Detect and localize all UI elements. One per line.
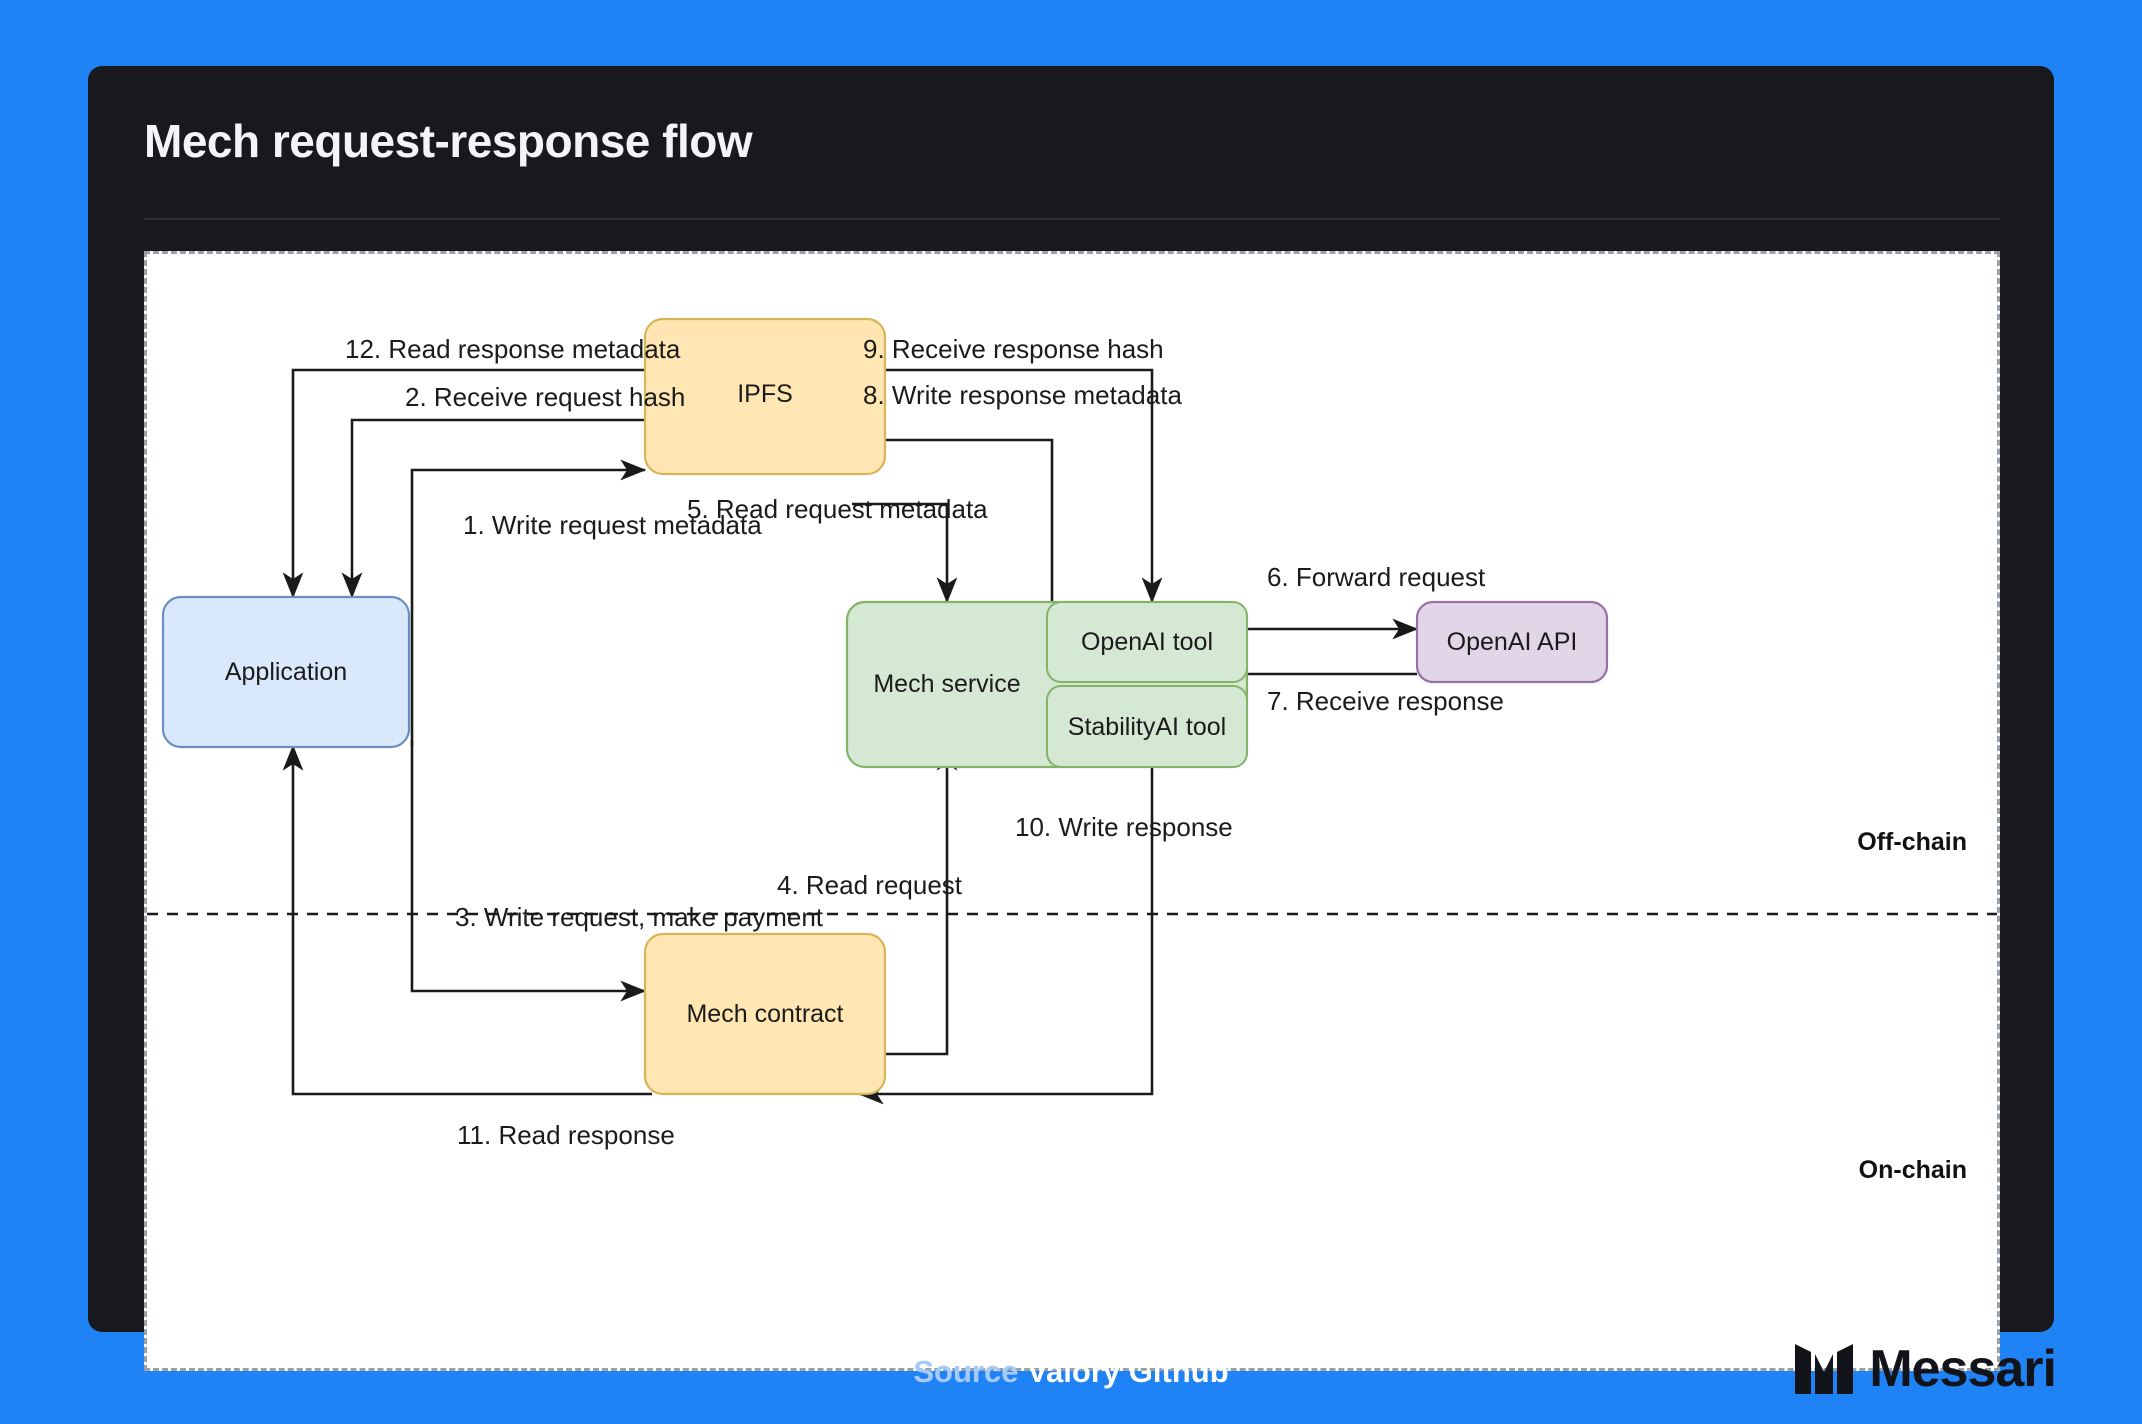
page-title: Mech request-response flow <box>144 115 753 167</box>
node-mech-service-label: Mech service <box>873 670 1020 698</box>
node-openai-api[interactable]: OpenAI API <box>1415 600 1609 684</box>
source-label: Source <box>913 1354 1019 1389</box>
edge-3 <box>410 741 647 1002</box>
edge-label-5: 5. Read request metadata <box>687 494 988 524</box>
node-openai-tool[interactable]: OpenAI tool <box>1046 601 1248 683</box>
node-application[interactable]: Application <box>161 595 411 749</box>
diagram-card: Mech request-response flow <box>88 66 2054 1371</box>
edge-label-9: 9. Receive response hash <box>863 334 1164 364</box>
footer: Source Valory Github Messari <box>0 1332 2142 1424</box>
edge-10 <box>857 746 1154 1105</box>
node-ipfs[interactable]: IPFS <box>643 317 887 476</box>
messari-brand: Messari <box>1793 1340 2057 1398</box>
source-value: Valory Github <box>1027 1354 1229 1389</box>
edge-label-8: 8. Write response metadata <box>863 380 1182 410</box>
edge-1 <box>410 459 647 746</box>
edge-2 <box>341 418 652 599</box>
edge-label-11: 11. Read response <box>457 1120 675 1150</box>
edge-label-1: 1. Write request metadata <box>463 510 762 540</box>
node-mech-contract-label: Mech contract <box>686 1000 843 1028</box>
edge-label-2: 2. Receive request hash <box>405 382 685 412</box>
edge-label-3: 3. Write request, make payment <box>455 902 824 932</box>
zone-label-on-chain: On-chain <box>1859 1156 1967 1184</box>
edge-label-12: 12. Read response metadata <box>345 334 681 364</box>
node-application-label: Application <box>225 658 347 686</box>
messari-logo-icon <box>1795 1344 1854 1394</box>
edge-9 <box>852 368 1163 604</box>
node-openai-api-label: OpenAI API <box>1447 628 1578 656</box>
zone-label-off-chain: Off-chain <box>1857 828 1967 856</box>
node-ipfs-label: IPFS <box>737 380 793 408</box>
messari-wordmark: Messari <box>1869 1340 2057 1398</box>
node-stabilityai-tool[interactable]: StabilityAI tool <box>1046 685 1248 768</box>
title-divider <box>144 218 2000 220</box>
edge-label-4: 4. Read request <box>777 870 963 900</box>
edge-label-6: 6. Forward request <box>1267 562 1486 592</box>
edge-8 <box>857 429 1054 602</box>
edge-5 <box>852 502 958 604</box>
edge-label-7: 7. Receive response <box>1267 686 1504 716</box>
edge-label-10: 10. Write response <box>1015 812 1233 842</box>
source-attribution: Source Valory Github <box>0 1354 2142 1390</box>
node-stabilityai-tool-label: StabilityAI tool <box>1068 713 1226 741</box>
node-mech-contract[interactable]: Mech contract <box>643 932 887 1096</box>
edge-12 <box>282 368 652 599</box>
node-openai-tool-label: OpenAI tool <box>1081 628 1213 656</box>
edge-11 <box>282 744 652 1096</box>
diagram-canvas: Application IPFS Mech service OpenAI too… <box>144 251 2000 1371</box>
